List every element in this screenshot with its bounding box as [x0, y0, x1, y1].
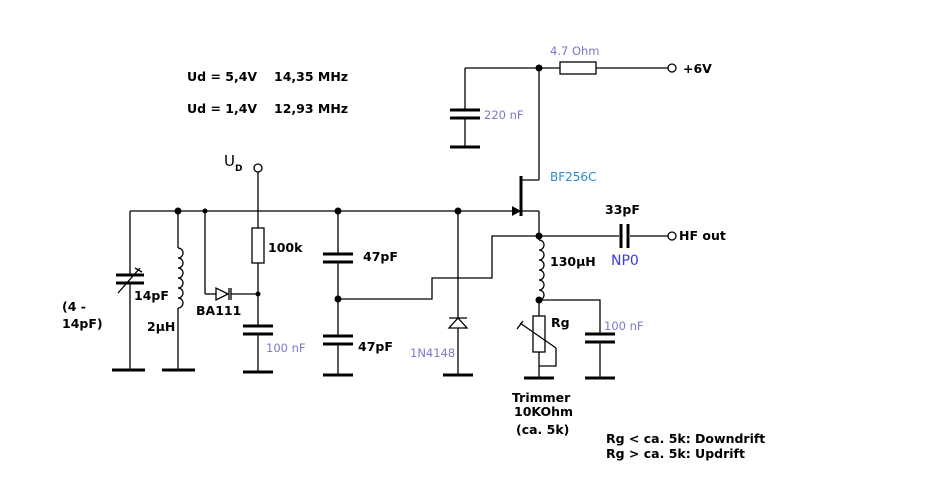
trim-range-line2: 14pF) [62, 316, 103, 331]
node [535, 64, 543, 72]
coupling-cap-label: 33pF [605, 202, 640, 217]
note-downdrift: Rg < ca. 5k: Downdrift [606, 431, 765, 446]
feedback-wire [338, 235, 539, 300]
divider-cap-b-label: 47pF [358, 339, 393, 354]
fet-label: BF256C [550, 170, 596, 184]
rg-label: Rg [551, 315, 570, 330]
note-updrift: Rg > ca. 5k: Updrift [606, 446, 745, 461]
supply-capacitor [450, 108, 480, 120]
output-coupling [539, 224, 668, 248]
hf-out-terminal [667, 231, 677, 241]
hf-out-label: HF out [679, 228, 726, 243]
trimmer-capacitor [112, 211, 145, 372]
tank-inductor [162, 211, 195, 372]
varicap-cap-label: 100 nF [266, 341, 306, 355]
plus6v-label: +6V [683, 61, 712, 76]
source-cap-label: 100 nF [604, 319, 644, 333]
info-freq-1: 14,35 MHz [274, 69, 348, 84]
trimmer-label-1: Trimmer [512, 390, 571, 405]
source-inductor [538, 236, 545, 316]
supply-wires [464, 67, 668, 180]
ud-terminal [253, 163, 263, 173]
tank-inductor-label: 2µH [147, 319, 175, 334]
varicap-capacitor [243, 324, 273, 374]
trimmer-resistor [516, 315, 557, 380]
source-inductor-label: 130µH [550, 254, 596, 269]
trimmer-label-2: 10KOhm [514, 404, 573, 419]
info-freq-2: 12,93 MHz [274, 101, 348, 116]
divider-cap-a-label: 47pF [363, 249, 398, 264]
npo-label: NP0 [611, 253, 639, 269]
clamp-diode [443, 211, 473, 377]
source-capacitor [539, 299, 615, 380]
plus6v-terminal [667, 63, 677, 73]
ud-label: U [224, 152, 235, 170]
info-ud-2: Ud = 1,4V [187, 101, 257, 116]
bias-resistor [251, 172, 265, 326]
bias-resistor-label: 100k [268, 240, 303, 255]
trim-cap-label: 14pF [134, 288, 169, 303]
info-ud-1: Ud = 5,4V [187, 69, 257, 84]
fet-symbol [512, 176, 540, 236]
divider-capacitors [323, 211, 353, 377]
diode-label: 1N4148 [410, 346, 455, 360]
supply-resistor-label: 4.7 Ohm [550, 44, 600, 58]
ud-subscript: D [235, 164, 242, 174]
trimmer-label-3: (ca. 5k) [516, 422, 569, 437]
varicap-diode [204, 211, 258, 302]
supply-resistor [559, 61, 597, 75]
varicap-label: BA111 [196, 303, 241, 318]
trim-range-line1: (4 - [62, 299, 86, 314]
supply-capacitor-label: 220 nF [484, 108, 524, 122]
